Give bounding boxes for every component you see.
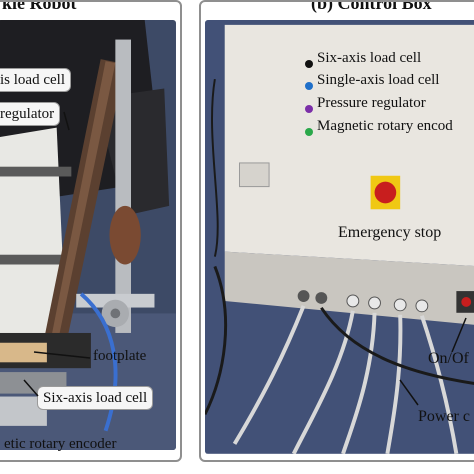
control-box-photo [205,20,474,454]
label-six-axis-load-cell-top: is load cell [0,68,71,92]
label-six-axis-load-cell-bottom: Six-axis load cell [37,386,154,410]
leader-lines-a [23,111,91,397]
legend-encoder: Magnetic rotary encod [317,118,453,134]
label-pressure-regulator: regulator [0,102,61,126]
panel-ankle-robot: kle Robot is load cell regulator footpla… [0,0,182,462]
legend-six-axis: Six-axis load cell [317,50,422,66]
panel-control-box: (b) Control Box [199,0,474,462]
label-footplate: footplate [93,348,147,364]
legend-dot-encoder [305,128,313,136]
legend-pressure-regulator: Pressure regulator [317,95,426,111]
label-power-cable: Power c [418,408,470,425]
panel-a-title: kle Robot [2,0,77,13]
label-on-off: On/Of [428,350,469,367]
legend-dot-pressure-regulator [305,105,313,113]
legend-single-axis: Single-axis load cell [317,72,440,88]
ankle-robot-photo [0,20,176,451]
legend-dot-single-axis [305,82,313,90]
label-emergency-stop: Emergency stop [338,224,442,241]
label-magnetic-rotary-encoder: etic rotary encoder [4,436,117,452]
panel-b-title: (b) Control Box [311,0,432,13]
legend-dot-six-axis [305,60,313,68]
